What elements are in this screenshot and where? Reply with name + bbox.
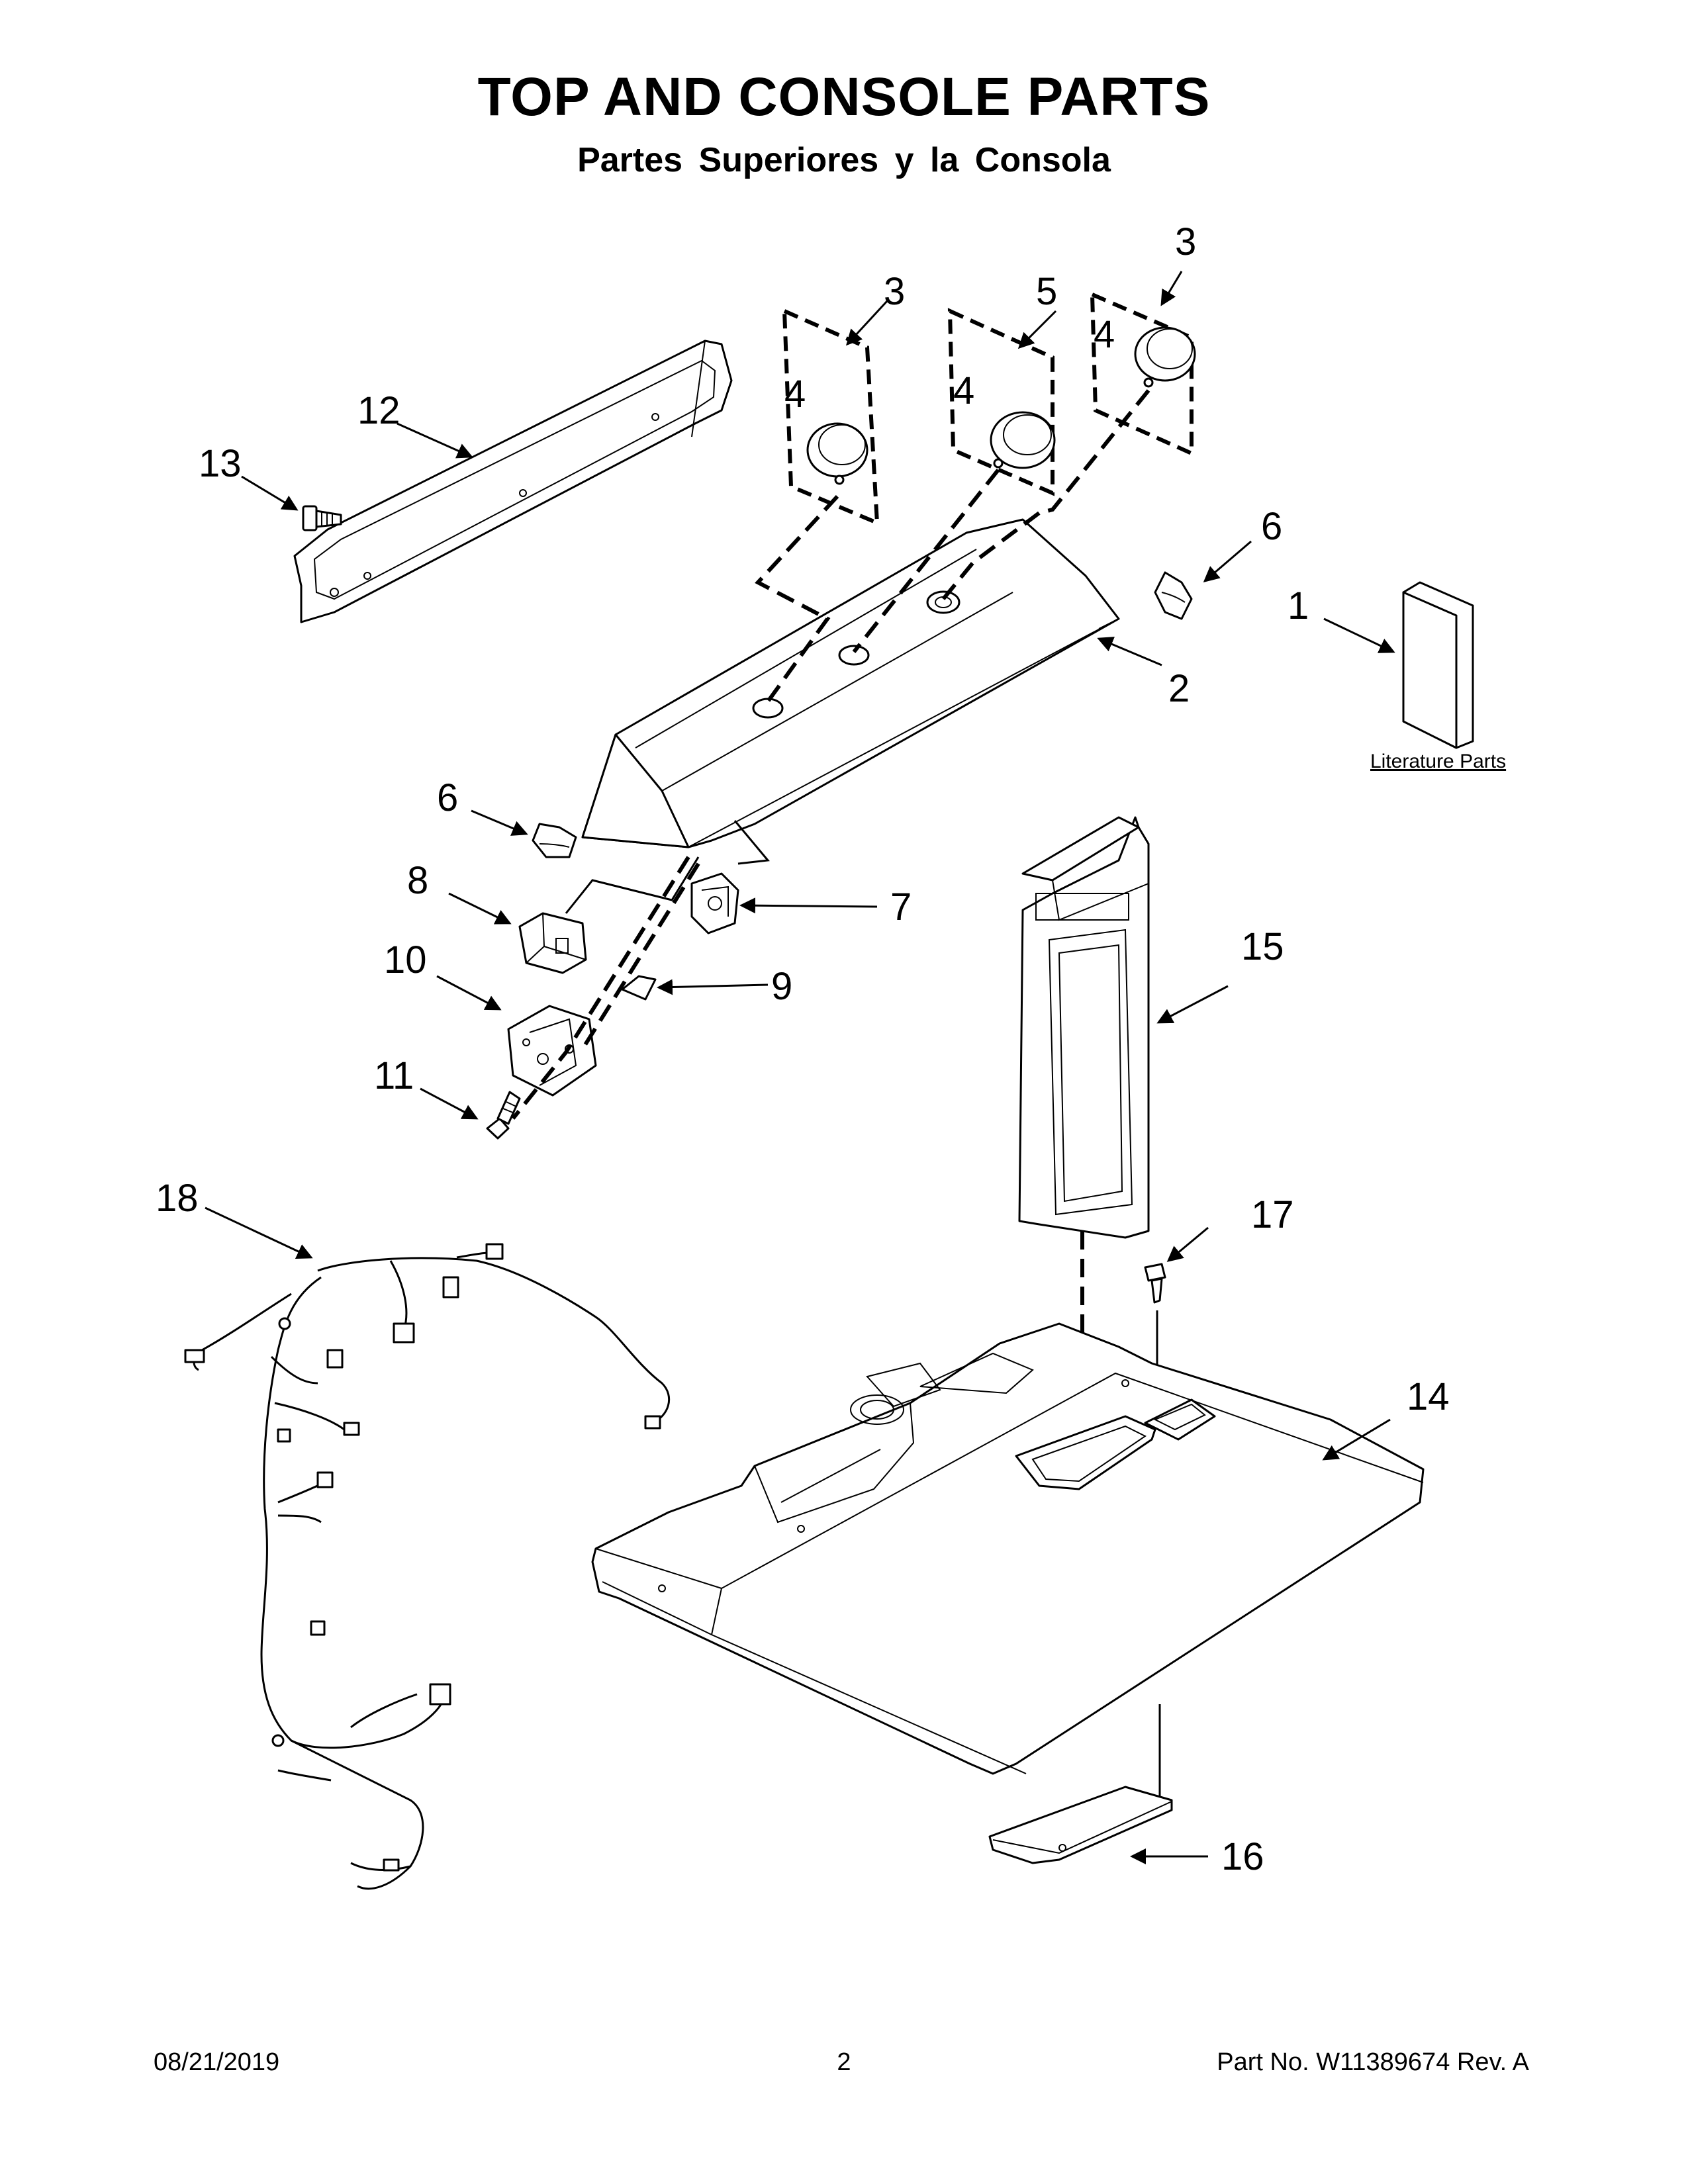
clip-6-upper [1154,571,1193,620]
callout-2: 2 [1168,667,1190,710]
callout-8: 8 [407,859,428,902]
literature-manual [1402,581,1474,749]
console-back-panel [293,340,733,623]
wire-harness [184,1243,671,1890]
bracket-16 [988,1704,1173,1864]
callout-3-left: 3 [884,270,905,313]
callout-15: 15 [1241,925,1284,968]
callout-10: 10 [384,938,427,981]
mounting-bracket-10 [507,1005,597,1097]
lint-screen [1018,816,1150,1239]
literature-parts-label[interactable]: Literature Parts [1370,751,1506,772]
switch-8 [518,912,587,974]
knob-right [1090,291,1196,457]
knob-left [782,308,880,526]
callout-6-upper: 6 [1261,505,1282,548]
page-title: TOP AND CONSOLE PARTS [477,67,1211,127]
callout-6-lower: 6 [437,776,458,819]
screw-11 [486,1091,521,1140]
callout-4-right: 4 [1094,313,1115,356]
dryer-top [591,1322,1425,1775]
footer-part-number: Part No. W11389674 Rev. A [1217,2048,1529,2076]
screw-17 [1144,1263,1166,1304]
page-subtitle: Partes Superiores y la Consola [577,141,1111,179]
bracket-9 [621,975,657,1001]
callout-1: 1 [1288,584,1309,627]
footer-page-number: 2 [837,2048,851,2076]
console [581,518,1120,848]
callout-17: 17 [1251,1193,1294,1236]
callout-13: 13 [199,442,242,485]
clip-6-lower [532,823,577,858]
callout-14: 14 [1407,1375,1450,1418]
callout-4-left: 4 [784,373,806,416]
callout-16: 16 [1221,1835,1264,1878]
screw-13 [302,505,342,531]
callout-5: 5 [1036,270,1057,313]
callout-4-center: 4 [953,369,974,412]
footer-date: 08/21/2019 [154,2048,280,2076]
switch-7 [690,872,739,934]
callout-18: 18 [156,1177,199,1220]
callout-11: 11 [374,1054,414,1097]
callout-3-right: 3 [1175,220,1196,263]
callout-12: 12 [357,389,400,432]
callout-7: 7 [890,886,912,929]
callout-9: 9 [771,965,792,1008]
